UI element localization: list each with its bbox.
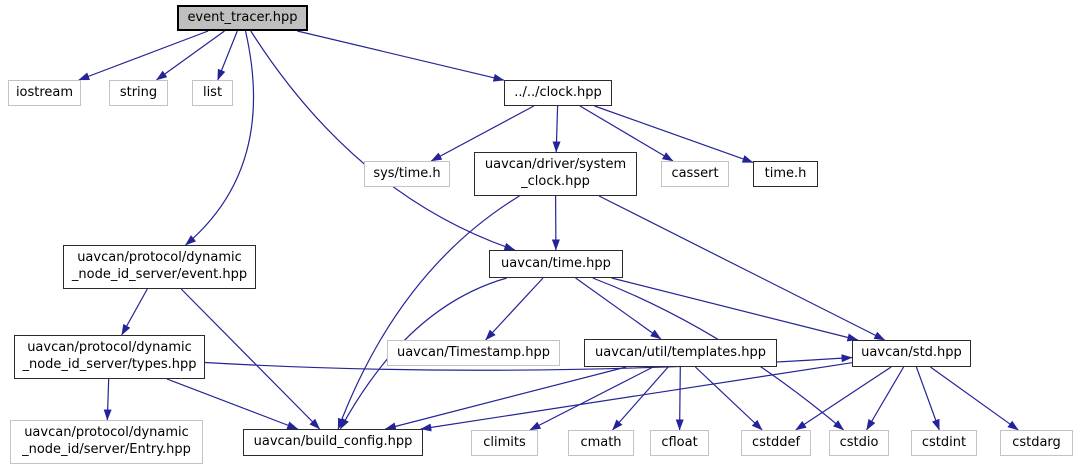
node-cstdint: cstdint: [911, 430, 977, 456]
include-edge-templates-to-climits: [529, 366, 654, 431]
node-climits: climits: [471, 430, 538, 456]
include-edge-event_tracer-to-iostream: [78, 30, 209, 81]
include-edge-system_clock-to-std: [598, 195, 886, 341]
node-cstddef: cstddef: [741, 430, 811, 456]
include-edge-clock-to-time_h: [594, 105, 754, 163]
include-edge-event_tracer-to-time: [250, 30, 516, 251]
include-edge-types-to-entry: [103, 378, 112, 421]
include-edge-templates-to-cfloat: [675, 366, 684, 431]
include-edge-time-to-templates: [575, 277, 662, 340]
node-util-templates-hpp[interactable]: uavcan/util/templates.hpp: [584, 339, 777, 367]
node-string: string: [109, 80, 168, 106]
node-cmath: cmath: [568, 430, 634, 456]
node-uavcan-timestamp-hpp: uavcan/Timestamp.hpp: [387, 340, 560, 366]
include-edge-std-to-cstdarg: [930, 366, 1019, 431]
include-edge-clock-to-sys_time: [430, 105, 535, 162]
node-cassert: cassert: [661, 161, 729, 187]
include-edge-types-to-build_config: [166, 378, 299, 430]
node-cfloat: cfloat: [650, 430, 709, 456]
node-cstdio: cstdio: [829, 430, 889, 456]
include-edge-std-to-build_config: [420, 362, 853, 432]
include-edge-system_clock-to-build_config: [337, 195, 520, 430]
node-iostream: iostream: [8, 80, 81, 106]
include-edge-templates-to-build_config: [384, 366, 627, 431]
include-edge-event_tracer-to-event: [185, 30, 255, 246]
node-uavcan-time-hpp[interactable]: uavcan/time.hpp: [489, 250, 623, 278]
node-dynamic-node-id-server-event-hpp[interactable]: uavcan/protocol/dynamic _node_id_server/…: [63, 245, 256, 289]
include-edge-time-to-std: [611, 277, 859, 342]
node-dynamic-node-id-server-types-hpp[interactable]: uavcan/protocol/dynamic _node_id_server/…: [14, 335, 205, 379]
node-clock-hpp[interactable]: ../../clock.hpp: [504, 80, 612, 106]
include-edge-templates-to-cstddef: [694, 366, 763, 431]
node-time-h[interactable]: time.h: [753, 161, 818, 187]
node-list: list: [192, 80, 233, 106]
node-dynamic-node-id-server-entry-hpp: uavcan/protocol/dynamic _node_id/server/…: [10, 420, 203, 464]
include-edge-std-to-cstddef: [795, 366, 892, 431]
include-edge-event_tracer-to-list: [217, 30, 238, 81]
node-cstdarg: cstdarg: [1000, 430, 1073, 456]
node-uavcan-std-hpp[interactable]: uavcan/std.hpp: [852, 340, 971, 367]
node-driver-system-clock-hpp[interactable]: uavcan/driver/system _clock.hpp: [474, 152, 637, 196]
include-edge-event_tracer-to-clock: [297, 30, 505, 82]
include-edge-time-to-build_config: [339, 277, 507, 430]
node-event-tracer-hpp: event_tracer.hpp: [177, 5, 308, 31]
include-edge-templates-to-cmath: [612, 366, 669, 431]
include-edge-event-to-types: [121, 288, 148, 336]
node-sys-time-h: sys/time.h: [364, 161, 450, 187]
include-edge-clock-to-cassert: [579, 105, 674, 162]
include-edge-event_tracer-to-string: [156, 30, 225, 81]
include-edge-clock-to-system_clock: [552, 105, 561, 153]
node-uavcan-build-config-hpp[interactable]: uavcan/build_config.hpp: [243, 429, 423, 456]
include-edge-std-to-cstdio: [866, 366, 905, 431]
include-edge-event-to-build_config: [180, 288, 321, 430]
include-edge-time-to-timestamp: [485, 277, 544, 341]
include-edge-std-to-cstdint: [915, 366, 940, 431]
